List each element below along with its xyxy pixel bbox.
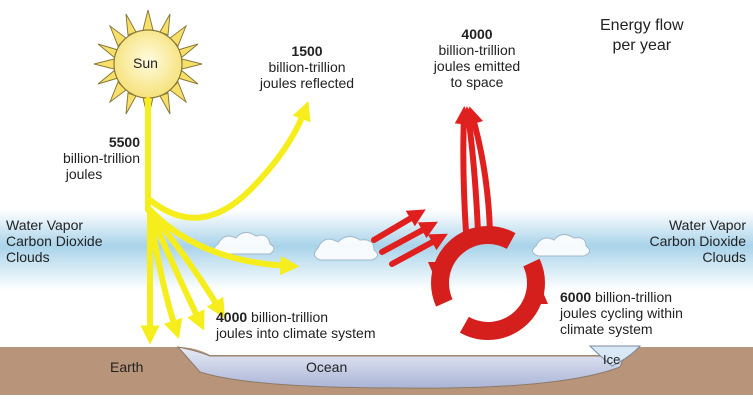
emitted-line4: to space [412, 74, 542, 90]
cloud-icon [314, 236, 377, 260]
emitted-amount: 4000 [412, 26, 542, 42]
atm-left-line3: Clouds [6, 249, 103, 265]
atm-right-line1: Water Vapor [630, 217, 746, 233]
ice-label: Ice [603, 352, 620, 368]
atm-right-line3: Clouds [630, 249, 746, 265]
cycling-line3: climate system [560, 321, 683, 337]
reflected-line2: billion-trillion [242, 59, 372, 75]
reflected-amount: 1500 [242, 43, 372, 59]
absorbed-rest: billion-trillion [247, 309, 328, 325]
incoming-label: 5500 billion-trillion joules [28, 134, 140, 182]
atm-left-line2: Carbon Dioxide [6, 233, 103, 249]
diagram-title: Energy flow per year [600, 16, 684, 56]
absorbed-line2: joules into climate system [216, 325, 376, 341]
incoming-line3: joules [28, 166, 140, 182]
reflected-arrow [150, 110, 305, 218]
reflected-label: 1500 billion-trillion joules reflected [242, 43, 372, 91]
cycling-rest: billion-trillion [591, 289, 672, 305]
earth-label: Earth [110, 359, 143, 375]
atm-left-line1: Water Vapor [6, 217, 103, 233]
incoming-amount: 5500 [28, 134, 140, 150]
absorbed-amount: 4000 [216, 309, 247, 325]
atm-right-line2: Carbon Dioxide [630, 233, 746, 249]
cycling-line2: joules cycling within [560, 305, 683, 321]
atmosphere-right-label: Water Vapor Carbon Dioxide Clouds [630, 217, 746, 265]
absorbed-label: 4000 billion-trillion joules into climat… [216, 309, 376, 341]
emitted-line2: billion-trillion [412, 42, 542, 58]
emitted-line3: joules emitted [412, 58, 542, 74]
ocean-label: Ocean [306, 359, 347, 375]
reflected-line3: joules reflected [242, 75, 372, 91]
title-line2: per year [600, 36, 684, 56]
emitted-arrow [463, 115, 466, 232]
emitted-label: 4000 billion-trillion joules emitted to … [412, 26, 542, 90]
cycling-amount: 6000 [560, 289, 591, 305]
sun-label: Sun [133, 55, 158, 71]
title-line1: Energy flow [600, 16, 684, 36]
atmosphere-left-label: Water Vapor Carbon Dioxide Clouds [6, 217, 103, 265]
cycling-label: 6000 billion-trillion joules cycling wit… [560, 289, 683, 337]
incoming-line2: billion-trillion [28, 150, 140, 166]
